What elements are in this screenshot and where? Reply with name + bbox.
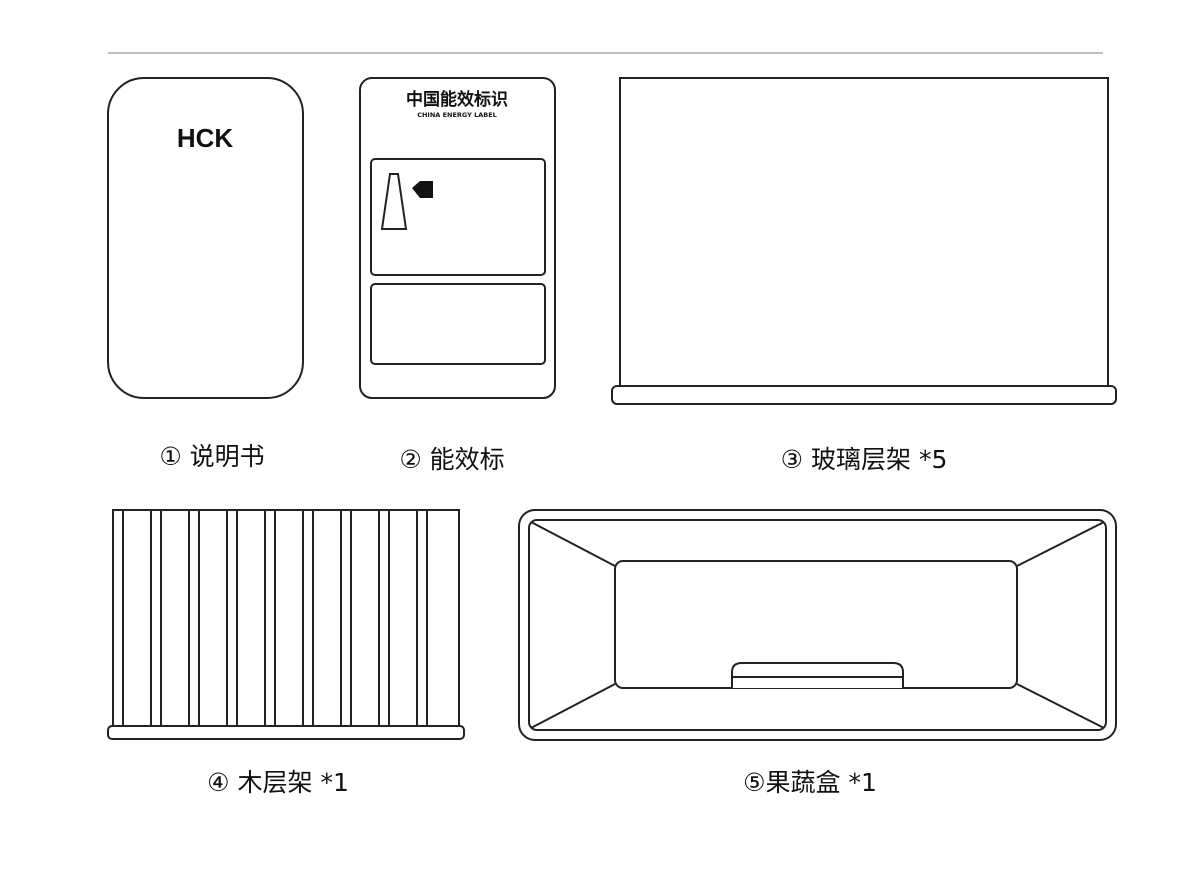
wood-shelf-illustration [107, 509, 465, 740]
item-label-manual: ① 说明书 [159, 442, 265, 471]
glass-shelf-illustration [611, 77, 1117, 405]
energy-label-title-en: CHINA ENERGY LABEL [417, 111, 497, 119]
energy-label-title-cn: 中国能效标识 [406, 89, 508, 110]
crisper-box-illustration [518, 509, 1117, 741]
energy-grade-arrow-icon [412, 181, 433, 198]
energy-label-illustration: 中国能效标识 CHINA ENERGY LABEL [359, 77, 556, 399]
item-label-energy-label: ② 能效标 [399, 445, 505, 474]
item-label-wood-shelf: ④ 木层架 *1 [207, 768, 349, 797]
manual-logo: HCK [177, 123, 234, 153]
item-label-crisper-box: ⑤果蔬盒 *1 [743, 768, 877, 797]
manual-illustration: HCK [107, 77, 304, 399]
item-label-glass-shelf: ③ 玻璃层架 *5 [780, 445, 948, 474]
